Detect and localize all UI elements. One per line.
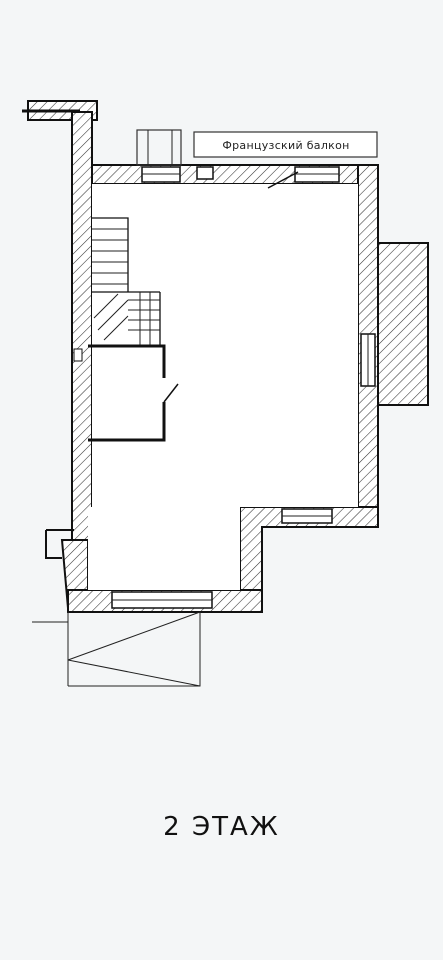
- inner-wall-room-bottom: [88, 402, 166, 442]
- balcony-door-swing: [267, 171, 299, 189]
- porch-outline: [32, 611, 201, 687]
- railing-post: [136, 129, 182, 166]
- staircase: [92, 217, 161, 346]
- wall-left-notch: [45, 529, 74, 559]
- room-interior-lower: [88, 507, 240, 590]
- vent-block: [196, 166, 214, 180]
- wall-marker: [73, 348, 83, 362]
- bay-right: [377, 242, 429, 406]
- balcony-box: [193, 131, 378, 158]
- door-swing: [163, 383, 179, 403]
- floor-label: 2 ЭТАЖ: [163, 812, 280, 842]
- balcony-label: Французский балкон: [222, 139, 349, 152]
- inner-wall-room: [88, 344, 166, 378]
- wall-left-upper: [71, 111, 93, 541]
